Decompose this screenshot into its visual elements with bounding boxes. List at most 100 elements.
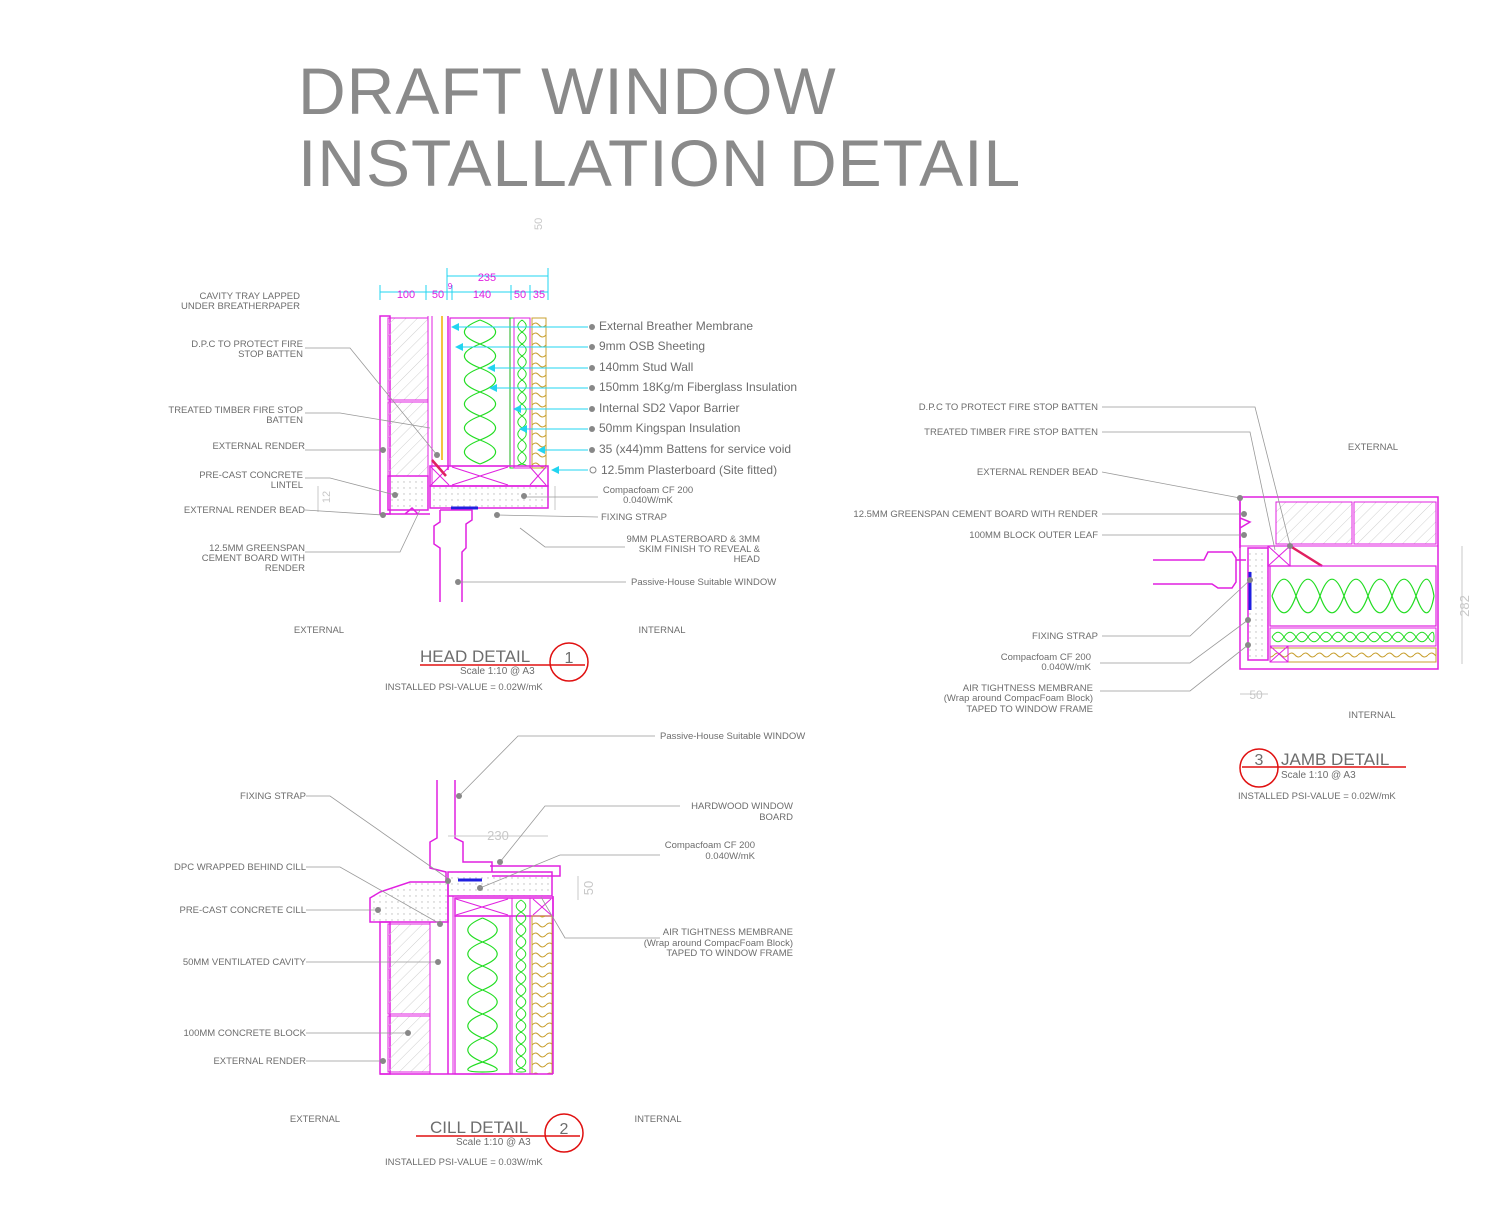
head-dim-5: 35 (533, 289, 545, 301)
jamb-outline (1239, 496, 1439, 670)
head-label-external-render: EXTERNAL RENDER (212, 441, 305, 452)
head-dimension-chain (379, 268, 549, 300)
cill-detail-psi: INSTALLED PSI-VALUE = 0.03W/mK (385, 1157, 543, 1168)
head-block-upper (387, 317, 429, 401)
head-kingspan-insulation (517, 319, 527, 467)
jamb-label-firestop: TREATED TIMBER FIRE STOP BATTEN (924, 427, 1098, 438)
cill-label-compacfoam-value: 0.040W/mK (705, 851, 755, 862)
jamb-label-block: 100MM BLOCK OUTER LEAF (969, 530, 1098, 541)
head-label-fixing-strap: FIXING STRAP (601, 512, 667, 523)
cill-label-render: EXTERNAL RENDER (213, 1056, 306, 1067)
head-label-fiberglass: 150mm 18Kg/m Fiberglass Insulation (599, 380, 797, 394)
cill-label-precast: PRE-CAST CONCRETE CILL (179, 905, 306, 916)
head-faint-dim-a: 12 (321, 491, 333, 503)
head-pointer-arrows (451, 323, 588, 474)
cill-label-airtight-3: TAPED TO WINDOW FRAME (666, 948, 793, 959)
cill-detail-scale: Scale 1:10 @ A3 (456, 1137, 531, 1148)
cill-faint-dim-b: 50 (581, 881, 596, 895)
head-label-compacfoam: Compacfoam CF 200 (603, 485, 693, 496)
head-dim-6: 9 (448, 282, 453, 291)
jamb-faint-dim-a: 282 (1457, 595, 1472, 617)
head-dim-4: 50 (514, 289, 526, 301)
jamb-label-dpc: D.P.C TO PROTECT FIRE STOP BATTEN (919, 402, 1098, 413)
head-faint-dim-b: 50 (533, 218, 545, 230)
cill-detail-number-circle (544, 1113, 584, 1153)
head-label-osb: 9mm OSB Sheeting (599, 339, 705, 353)
cill-service-battens (531, 915, 553, 1075)
jamb-faint-dim-b: 50 (1249, 688, 1263, 702)
jamb-fiberglass-insulation (1271, 578, 1435, 614)
head-dim-1: 100 (397, 289, 415, 301)
head-detail-number: 1 (565, 650, 574, 667)
head-label-greenspan-2: CEMENT BOARD WITH (202, 553, 305, 564)
jamb-label-airtight-3: TAPED TO WINDOW FRAME (966, 704, 1093, 715)
head-internal-label: INTERNAL (639, 625, 686, 636)
head-left-dots (380, 447, 440, 518)
cill-concrete-block (387, 923, 431, 1015)
cill-kingspan-insulation (515, 899, 527, 1073)
jamb-detail-scale: Scale 1:10 @ A3 (1281, 770, 1356, 781)
jamb-detail-number-circle (1239, 748, 1279, 788)
jamb-external-label: EXTERNAL (1348, 442, 1398, 453)
head-dim-2: 50 (432, 289, 444, 301)
head-external-label: EXTERNAL (294, 625, 344, 636)
cill-label-airtight-1: AIR TIGHTNESS MEMBRANE (663, 927, 793, 938)
head-dim-total: 235 (478, 272, 496, 284)
head-label-battens: 35 (x44)mm Battens for service void (599, 442, 791, 456)
head-right-labels: External Breather Membrane 9mm OSB Sheet… (599, 319, 797, 477)
drawing-title-line-1: DRAFT WINDOW (298, 54, 837, 128)
head-label-plasterboard: 12.5mm Plasterboard (Site fitted) (601, 463, 777, 477)
head-detail-scale: Scale 1:10 @ A3 (460, 666, 535, 677)
head-service-battens (531, 317, 547, 469)
jamb-window-frame (1153, 551, 1237, 589)
cill-stud-wall (454, 915, 511, 1075)
jamb-compacfoam-block (1247, 547, 1269, 661)
cill-label-compacfoam: Compacfoam CF 200 (665, 840, 755, 851)
cill-label-window: Passive-House Suitable WINDOW (660, 731, 805, 742)
cill-right-labels: Passive-House Suitable WINDOW HARDWOOD W… (644, 731, 805, 959)
head-label-plasterboard-reveal-1: 9MM PLASTERBOARD & 3MM (626, 534, 760, 545)
cill-window-board (490, 865, 561, 877)
jamb-internal-label: INTERNAL (1349, 710, 1396, 721)
jamb-label-airtight-2: (Wrap around CompacFoam Block) (944, 693, 1093, 704)
jamb-label-airtight-1: AIR TIGHTNESS MEMBRANE (963, 683, 1093, 694)
jamb-label-compacfoam: Compacfoam CF 200 (1001, 652, 1091, 663)
jamb-kingspan-insulation (1271, 631, 1435, 643)
cill-label-window-board-2: BOARD (759, 812, 793, 823)
head-label-vapor-barrier: Internal SD2 Vapor Barrier (599, 401, 740, 415)
head-label-plasterboard-reveal-3: HEAD (734, 554, 761, 565)
cill-window-frame (429, 780, 493, 882)
head-label-lintel-2: LINTEL (271, 480, 303, 491)
head-label-cavity-tray-2: UNDER BREATHERPAPER (181, 301, 300, 312)
cill-faint-dim-a: 230 (487, 828, 509, 843)
cill-label-dpc-wrapped: DPC WRAPPED BEHIND CILL (174, 862, 306, 873)
jamb-label-render-bead: EXTERNAL RENDER BEAD (977, 467, 1098, 478)
jamb-block-outer-leaf (1275, 501, 1353, 545)
cill-detail-title: CILL DETAIL (430, 1118, 528, 1137)
head-label-greenspan-3: RENDER (265, 563, 305, 574)
cill-label-cavity: 50MM VENTILATED CAVITY (183, 957, 307, 968)
head-block-lower (387, 401, 429, 477)
head-detail-psi: INSTALLED PSI-VALUE = 0.02W/mK (385, 682, 543, 693)
head-label-firestop-2: BATTEN (266, 415, 303, 426)
head-label-window: Passive-House Suitable WINDOW (631, 577, 776, 588)
head-detail-number-circle (549, 642, 589, 682)
jamb-detail-title: JAMB DETAIL (1281, 750, 1389, 769)
jamb-label-greenspan: 12.5MM GREENSPAN CEMENT BOARD WITH RENDE… (853, 509, 1098, 520)
head-label-breather-membrane: External Breather Membrane (599, 319, 753, 333)
head-label-dpc-1: D.P.C TO PROTECT FIRE (191, 339, 303, 350)
cill-detail-number: 2 (560, 1121, 569, 1138)
head-left-leaders (304, 347, 438, 553)
cill-external-label: EXTERNAL (290, 1114, 340, 1125)
cill-label-airtight-2: (Wrap around CompacFoam Block) (644, 938, 793, 949)
cill-label-fixing-strap: FIXING STRAP (240, 791, 306, 802)
head-lower-labels: Compacfoam CF 200 0.040W/mK FIXING STRAP… (601, 485, 776, 588)
head-label-compacfoam-value: 0.040W/mK (623, 495, 673, 506)
jamb-stud-wall (1269, 565, 1437, 627)
head-fiberglass-insulation (463, 319, 497, 465)
head-label-stud-wall: 140mm Stud Wall (599, 360, 693, 374)
cill-detail: 230 50 FIXING STRAP DPC WRAPPED BEHIND C… (174, 731, 805, 1168)
head-detail-title: HEAD DETAIL (420, 647, 530, 666)
head-window-frame (433, 509, 473, 602)
